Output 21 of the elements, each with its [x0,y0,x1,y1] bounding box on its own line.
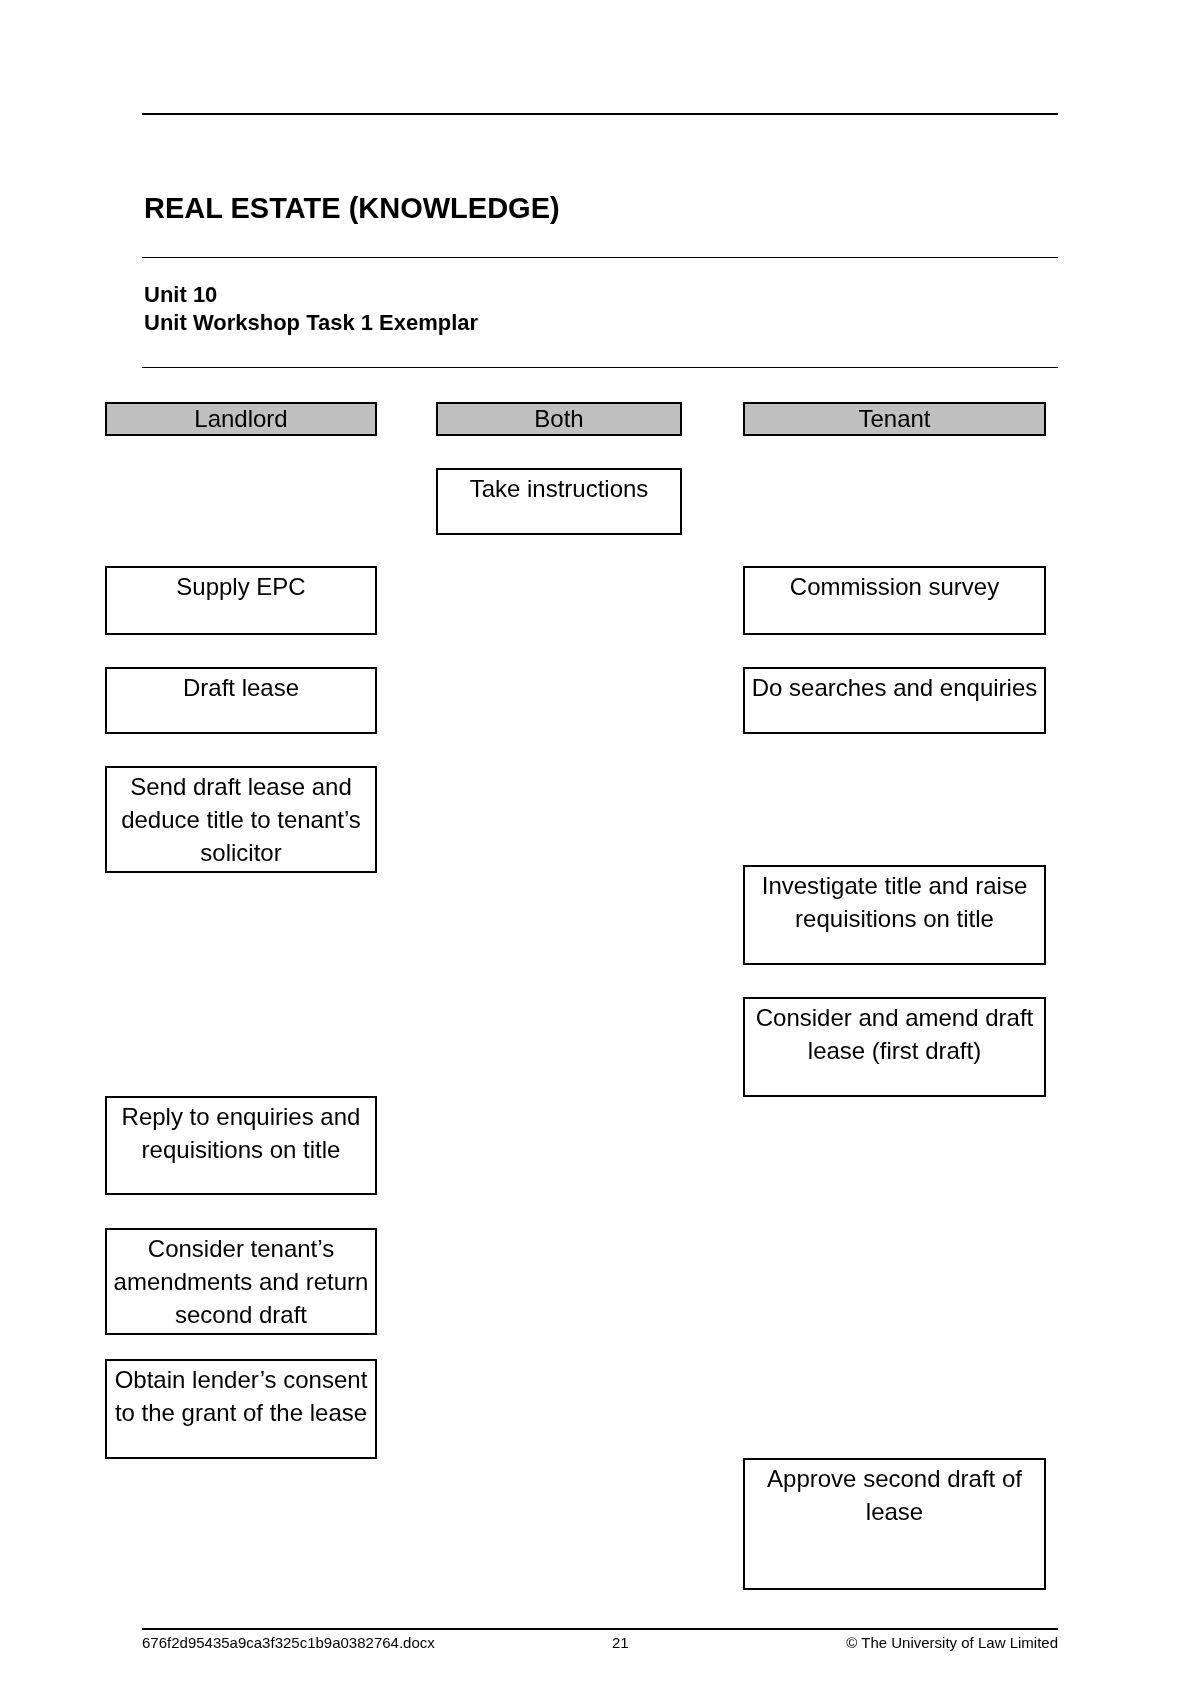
unit-number: Unit 10 [144,282,218,308]
task-box: Consider and amend draft lease (first draft) [743,997,1046,1097]
task-box: Consider tenant’s amendments and return second draft [105,1228,377,1335]
task-box: Send draft lease and deduce title to tenant’s solicitor [105,766,377,873]
file-name: 676f2d95435a9ca3f325c1b9a0382764.docx [142,1634,435,1651]
task-box: Approve second draft of lease [743,1458,1046,1590]
task-box: Do searches and enquiries [743,667,1046,734]
task-box: Reply to enquiries and requisitions on title [105,1096,377,1195]
task-box: Commission survey [743,566,1046,635]
task-box: Take instructions [436,468,682,535]
column-header: Both [436,402,682,436]
task-subtitle: Unit Workshop Task 1 Exemplar [144,310,479,336]
task-box: Investigate title and raise requisitions on title [743,865,1046,965]
column-header: Landlord [105,402,377,436]
page-title: REAL ESTATE (KNOWLEDGE) [144,192,560,225]
column-header: Tenant [743,402,1046,436]
task-box: Supply EPC [105,566,377,635]
copyright-notice: © The University of Law Limited [846,1634,1058,1651]
task-box: Draft lease [105,667,377,734]
task-box: Obtain lender’s consent to the grant of the lease [105,1359,377,1459]
page-number: 21 [612,1634,629,1651]
